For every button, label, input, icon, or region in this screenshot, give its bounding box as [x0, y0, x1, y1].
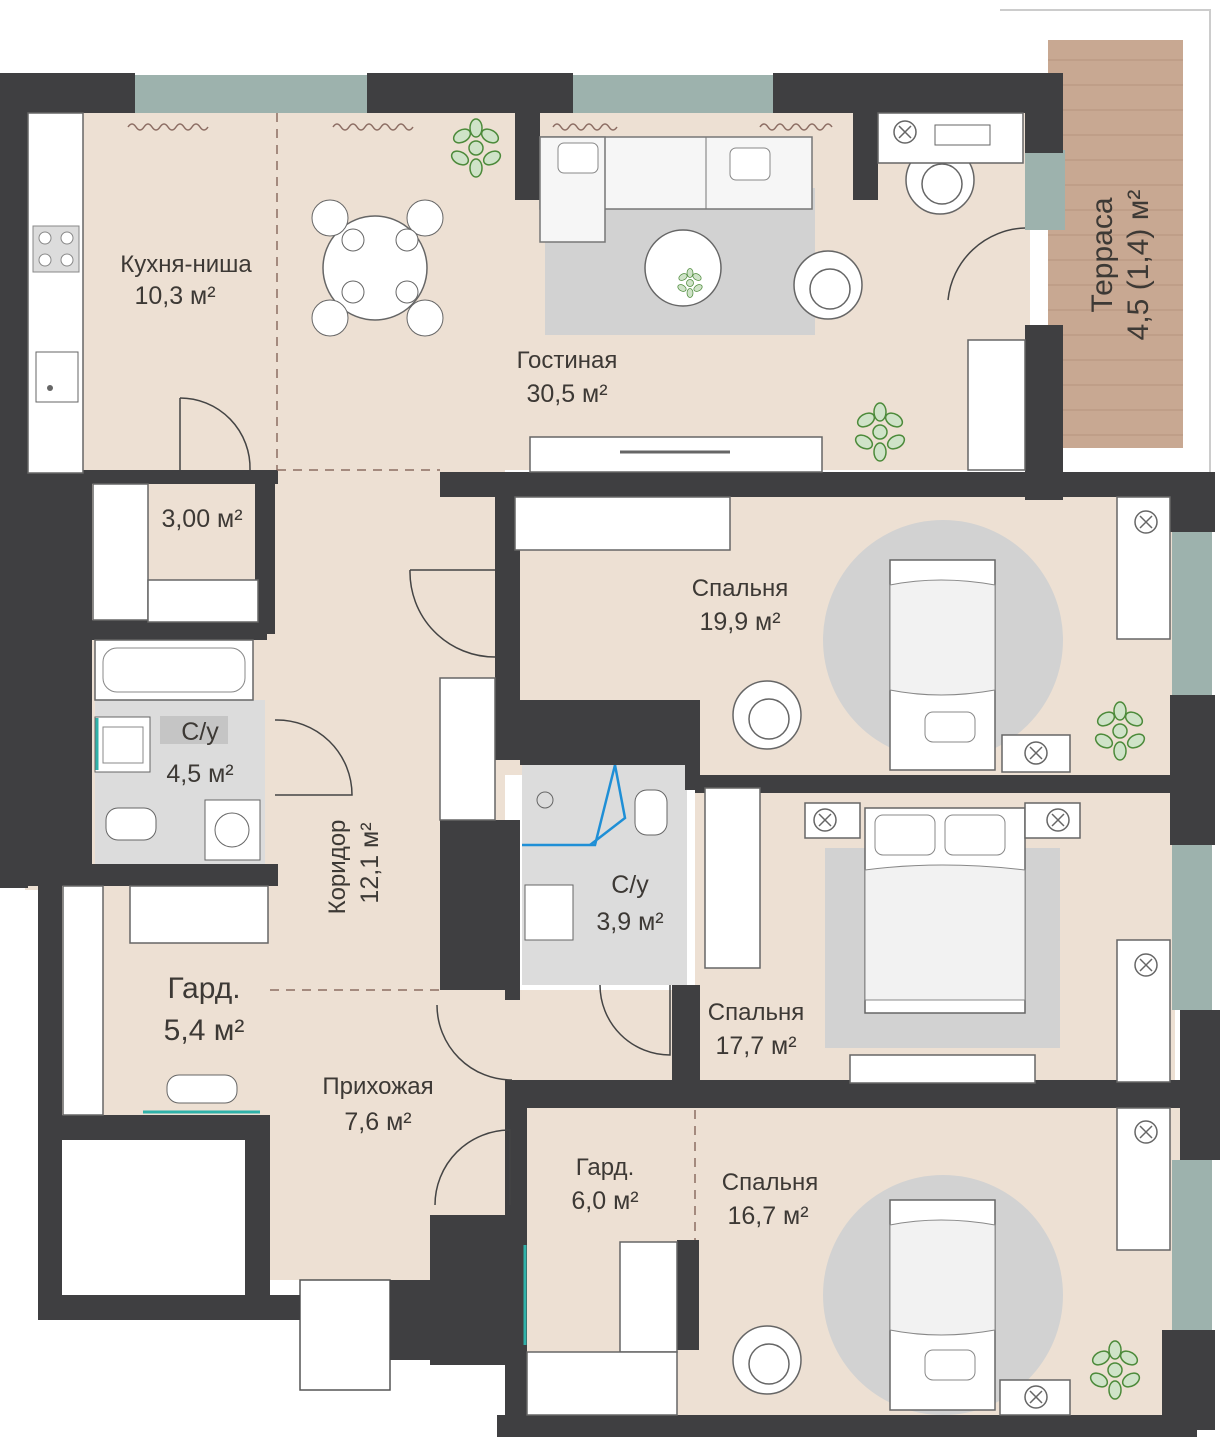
wardrobe2-name: Гард.: [576, 1154, 634, 1181]
desk-icon: [877, 112, 1024, 164]
dining-table-icon: [311, 199, 444, 337]
room-labels: Кухня-ниша 10,3 м² Гостиная 30,5 м² Терр…: [120, 190, 1155, 1230]
wardrobe1-name: Гард.: [167, 972, 240, 1005]
kitchen-name: Кухня-ниша: [120, 251, 252, 278]
kitchen-counter: [27, 112, 84, 474]
stove-icon: [32, 225, 80, 273]
terrace-area: 4,5 (1,4) м²: [1122, 190, 1155, 341]
living-name: Гостиная: [517, 347, 618, 374]
bedroom3-area: 16,7 м²: [727, 1202, 808, 1230]
bedroom1-area: 19,9 м²: [699, 608, 780, 636]
sink-icon: [35, 351, 79, 403]
living-area: 30,5 м²: [526, 380, 607, 408]
hall-name: Прихожая: [322, 1073, 433, 1100]
washing-machine-icon: [204, 799, 261, 861]
sofa-icon: [539, 136, 813, 243]
kitchen-area: 10,3 м²: [134, 282, 215, 310]
bedroom2-area: 17,7 м²: [715, 1032, 796, 1060]
wardrobe2-area: 6,0 м²: [571, 1187, 638, 1215]
walls: [0, 73, 1220, 1437]
label-bg: [160, 716, 228, 744]
terrace-name: Терраса: [1086, 197, 1119, 312]
tv-stand: [529, 436, 823, 473]
bathtub-icon: [94, 639, 254, 701]
storage-area: 3,00 м²: [161, 505, 242, 533]
zone-separators: [270, 113, 696, 1240]
hall-area: 7,6 м²: [344, 1108, 411, 1136]
desk-icon: [804, 496, 1171, 1416]
bed-icon: [889, 1199, 996, 1411]
wardrobe1-area: 5,4 м²: [164, 1014, 245, 1047]
sink-icon: [94, 716, 151, 773]
curtains: [127, 123, 833, 131]
bench-icon: [166, 1074, 238, 1104]
corridor-area: 12,1 м²: [356, 822, 384, 903]
bed-icon: [864, 807, 1026, 1014]
sink-icon: [524, 884, 574, 941]
bedroom1-name: Спальня: [692, 575, 788, 602]
bed-icon: [889, 559, 996, 771]
toilet-icon: [105, 807, 157, 841]
corridor-name: Коридор: [324, 820, 351, 915]
shower-icon: [536, 791, 554, 809]
toilet-icon: [634, 789, 668, 836]
doors: [179, 227, 1026, 1206]
terrace: [1000, 9, 1211, 1150]
bath2-area: 3,9 м²: [596, 908, 663, 936]
bedroom2-name: Спальня: [708, 999, 804, 1026]
bath1-area: 4,5 м²: [166, 760, 233, 788]
bath2-name: С/у: [611, 871, 649, 899]
bath1-name: С/у: [181, 718, 219, 746]
coffee-table-icon: [644, 229, 722, 307]
windows: [135, 75, 1212, 1330]
bedroom3-name: Спальня: [722, 1169, 818, 1196]
wardrobe-icon: [62, 339, 1026, 1416]
